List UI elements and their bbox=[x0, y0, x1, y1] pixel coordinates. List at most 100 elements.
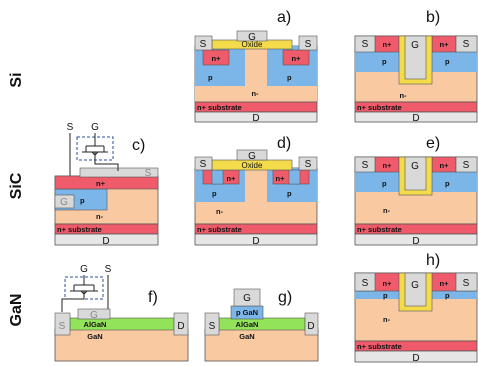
inset-arrow-icon bbox=[80, 290, 88, 295]
gate-label: G bbox=[90, 310, 98, 321]
source-contact-left bbox=[354, 156, 376, 173]
panel-c-sic-jfet: c) S G S G n+ p n- n+ substrate D bbox=[54, 122, 159, 247]
panel-label-a: a) bbox=[277, 9, 291, 26]
drift-lower bbox=[195, 86, 317, 102]
row-label-gan: GaN bbox=[8, 294, 25, 327]
gate-label: G bbox=[248, 32, 256, 43]
gate-label: G bbox=[411, 280, 419, 291]
gate-contact bbox=[233, 288, 261, 307]
algan-label: AlGaN bbox=[236, 320, 259, 329]
drift-label: n- bbox=[399, 91, 407, 100]
panel-e-sic-trench-mosfet: e) G S S n+ n+ p p n- n+ substrate D bbox=[354, 135, 478, 247]
source-right-label: S bbox=[305, 159, 312, 170]
gan-buffer bbox=[204, 328, 319, 362]
source-contact-right bbox=[455, 35, 478, 53]
panel-b-si-trench-mosfet: b) G S S n+ n+ p p n- n+ substrate D bbox=[354, 9, 478, 124]
n-plus-left-label: n+ bbox=[383, 40, 393, 49]
p-left-label: p bbox=[212, 189, 217, 198]
gan-buffer bbox=[54, 328, 189, 362]
oxide-label: Oxide bbox=[242, 161, 263, 170]
drain-label: D bbox=[252, 236, 259, 247]
source-contact-right bbox=[298, 35, 318, 51]
algan-label: AlGaN bbox=[84, 320, 107, 329]
inset-arrow-icon bbox=[91, 151, 99, 156]
panel-g-gan-pgan-hemt: g) S G D p GaN AlGaN GaN bbox=[204, 288, 319, 362]
trench-gate bbox=[404, 272, 427, 307]
gate-contact bbox=[77, 308, 111, 320]
drain-label: D bbox=[252, 113, 259, 124]
p-right-label: p bbox=[445, 179, 450, 188]
n-plus-right-label: n+ bbox=[440, 161, 450, 170]
panel-label-d: d) bbox=[277, 135, 291, 152]
source-label: S bbox=[145, 168, 152, 179]
gate-contact bbox=[236, 149, 268, 161]
gan-label: GaN bbox=[87, 332, 102, 341]
panel-f-gan-hemt: f) G S S G D AlGaN GaN bbox=[54, 264, 189, 362]
row-label-sic: SiC bbox=[8, 172, 25, 199]
gate-label: G bbox=[411, 161, 419, 172]
drain-label: D bbox=[102, 236, 109, 247]
n-plus-right-label: n+ bbox=[292, 54, 302, 63]
inset-source-label: S bbox=[67, 122, 74, 133]
panel-label-c: c) bbox=[132, 137, 145, 154]
drain-label: D bbox=[412, 113, 419, 124]
panel-d-sic-planar-mosfet: d) G S S Oxide n+ n+ p p n- n+ substrate… bbox=[194, 135, 318, 247]
gan-label: GaN bbox=[239, 332, 254, 341]
algan-barrier bbox=[218, 317, 306, 331]
n-plus-left-label: n+ bbox=[212, 54, 222, 63]
substrate-label: n+ substrate bbox=[57, 225, 102, 234]
gate-contact bbox=[236, 30, 268, 42]
panel-label-b: b) bbox=[426, 9, 440, 26]
p-left-label: p bbox=[383, 291, 388, 300]
source-contact-left bbox=[194, 156, 213, 171]
gate-label: G bbox=[60, 197, 68, 208]
n-plus-right-label: n+ bbox=[440, 279, 450, 288]
drain-label: D bbox=[412, 353, 419, 364]
p-right-label: p bbox=[445, 291, 450, 300]
p-left-label: p bbox=[208, 73, 213, 82]
inset-hemt-symbol bbox=[61, 275, 109, 312]
p-right-label: p bbox=[287, 189, 292, 198]
substrate-label: n+ substrate bbox=[197, 225, 242, 234]
source-contact-right bbox=[455, 272, 478, 292]
n-plus-right-label: n+ bbox=[276, 174, 286, 183]
n-plus-left-label: n+ bbox=[227, 174, 237, 183]
row-label-si: Si bbox=[8, 72, 25, 87]
source-contact bbox=[204, 312, 220, 336]
source-contact bbox=[79, 167, 159, 178]
n-plus-left-label: n+ bbox=[383, 161, 393, 170]
source-contact bbox=[54, 312, 71, 336]
source-right-label: S bbox=[463, 160, 470, 171]
drift-label: n- bbox=[383, 315, 391, 324]
source-left-label: S bbox=[200, 159, 207, 170]
drain-contact bbox=[354, 111, 478, 123]
source-contact-left bbox=[354, 35, 376, 53]
substrate-label: n+ substrate bbox=[197, 103, 242, 112]
panel-label-g: g) bbox=[278, 289, 292, 306]
source-contact-right bbox=[298, 156, 318, 171]
source-right-label: S bbox=[463, 39, 470, 50]
n-plus-left bbox=[202, 49, 230, 66]
drain-contact bbox=[194, 111, 318, 123]
p-plus-left bbox=[211, 169, 224, 185]
source-label: S bbox=[209, 321, 216, 332]
drain-contact bbox=[194, 233, 318, 246]
oxide-label: Oxide bbox=[242, 40, 263, 49]
p-right-label: p bbox=[445, 57, 450, 66]
drain-contact bbox=[173, 312, 189, 336]
n-plus-right-label: n+ bbox=[440, 40, 450, 49]
gate-label: G bbox=[411, 40, 419, 51]
drift-label: n- bbox=[251, 89, 259, 98]
panel-a-si-planar-mosfet: a) G S S Oxide n+ n+ p p n- n+ substrate… bbox=[194, 9, 318, 124]
n-plus-left-label: n+ bbox=[383, 279, 393, 288]
inset-source-label: S bbox=[105, 264, 112, 275]
drain-label: D bbox=[177, 321, 184, 332]
drift-label: n- bbox=[383, 206, 391, 215]
panel-h-gan-trench-mosfet: h) G S S n+ n+ p p n- n+ substrate D bbox=[354, 252, 478, 364]
source-left-label: S bbox=[362, 160, 369, 171]
source-label: S bbox=[59, 321, 66, 332]
p-right-label: p bbox=[287, 73, 292, 82]
substrate-label: n+ substrate bbox=[357, 225, 402, 234]
